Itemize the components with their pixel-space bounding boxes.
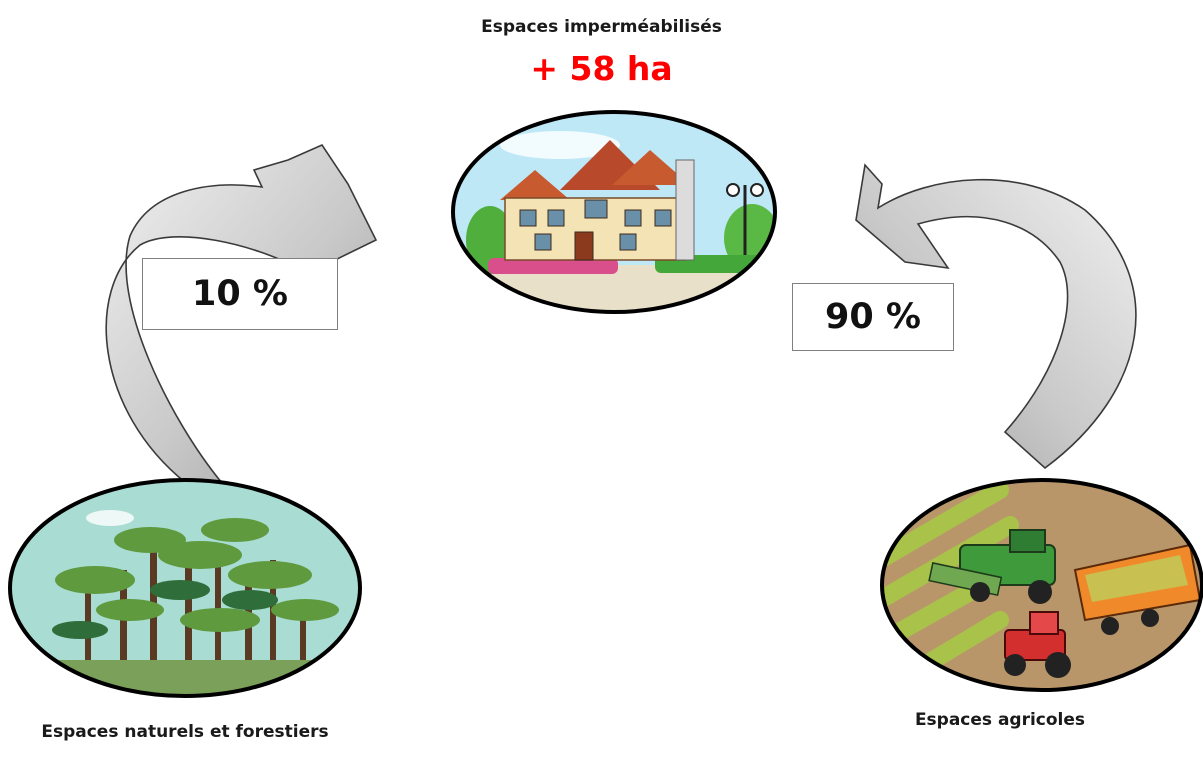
source-label-agricultural: Espaces agricoles <box>914 710 1086 730</box>
right-curved-arrow <box>855 163 1137 470</box>
harvester-field-icon <box>880 478 1203 692</box>
target-value: + 58 ha <box>530 49 673 88</box>
left-curved-arrow <box>105 143 378 484</box>
flow-percent-natural: 10 % <box>142 258 338 330</box>
flow-percent-agricultural: 90 % <box>792 283 954 351</box>
town-houses-icon <box>451 110 777 314</box>
target-label: Espaces imperméabilisés <box>481 17 722 37</box>
source-label-natural: Espaces naturels et forestiers <box>41 722 329 742</box>
forest-icon <box>8 478 362 698</box>
